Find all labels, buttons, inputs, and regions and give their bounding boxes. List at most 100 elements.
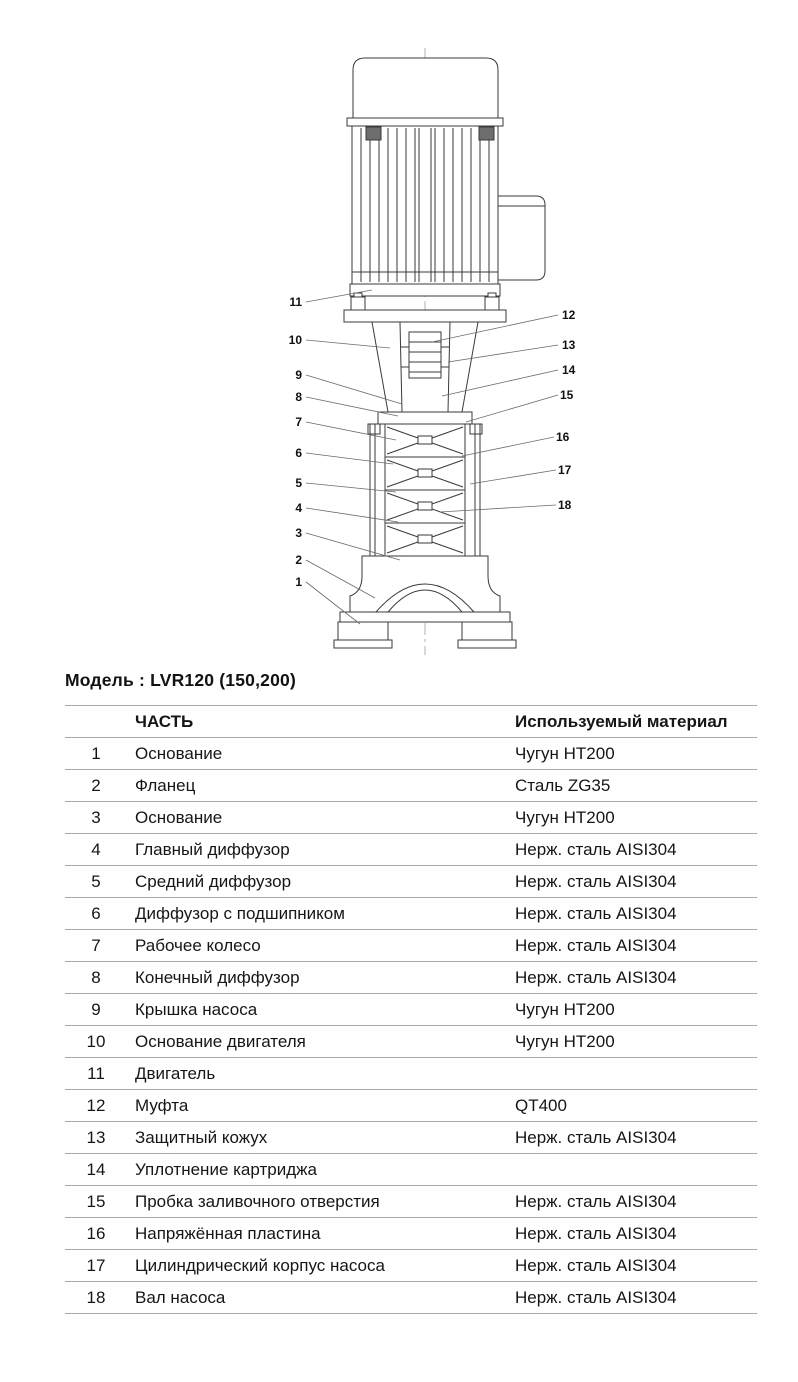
callout-label: 12	[562, 308, 576, 322]
part-number: 15	[86, 1191, 106, 1211]
part-number: 7	[91, 935, 101, 955]
model-title: Модель : LVR120 (150,200)	[65, 670, 296, 690]
table-row: 16 Напряжённая пластина Нерж. сталь AISI…	[65, 1217, 757, 1250]
callout-label: 2	[295, 553, 302, 567]
part-name: Основание двигателя	[135, 1031, 306, 1051]
part-number: 18	[86, 1287, 106, 1307]
part-name: Крышка насоса	[135, 999, 258, 1019]
part-material: Нерж. сталь AISI304	[515, 1191, 677, 1211]
part-name: Рабочее колесо	[135, 935, 261, 955]
part-material: QT400	[515, 1095, 567, 1115]
part-name: Муфта	[135, 1095, 189, 1115]
part-number: 5	[91, 871, 101, 891]
callout-label: 10	[289, 333, 303, 347]
pump-diagram: 11 10 9 8 7 6 5 4 3 2 1 12 13 14 15 16 1…	[0, 0, 798, 660]
callout-label: 9	[295, 368, 302, 382]
header-part: ЧАСТЬ	[135, 711, 194, 731]
table-row: 11 Двигатель	[65, 1057, 757, 1090]
table-row: 17 Цилиндрический корпус насоса Нерж. ст…	[65, 1249, 757, 1282]
table-row: 9 Крышка насоса Чугун HT200	[65, 993, 757, 1026]
part-material: Сталь ZG35	[515, 775, 611, 795]
part-number: 3	[91, 807, 101, 827]
callout-label: 13	[562, 338, 576, 352]
part-material: Чугун HT200	[515, 1031, 615, 1051]
part-number: 17	[86, 1255, 106, 1275]
part-material	[507, 1154, 757, 1186]
callout-label: 16	[556, 430, 570, 444]
table-row: 13 Защитный кожух Нерж. сталь AISI304	[65, 1121, 757, 1154]
table-row: 10 Основание двигателя Чугун HT200	[65, 1025, 757, 1058]
part-number: 12	[86, 1095, 106, 1115]
table-row: 5 Средний диффузор Нерж. сталь AISI304	[65, 865, 757, 898]
motor-cap	[346, 57, 504, 127]
part-number: 2	[91, 775, 101, 795]
part-name: Вал насоса	[135, 1287, 226, 1307]
part-material: Чугун HT200	[515, 807, 615, 827]
parts-table-head: ЧАСТЬ Используемый материал	[65, 705, 757, 738]
header-number	[65, 706, 127, 738]
table-row: 6 Диффузор с подшипником Нерж. сталь AIS…	[65, 897, 757, 930]
callout-label: 5	[295, 476, 302, 490]
callout-numbers: 11 10 9 8 7 6 5 4 3 2 1 12 13 14 15 16 1…	[289, 295, 576, 589]
callout-label: 11	[289, 295, 302, 309]
callout-label: 7	[295, 415, 302, 429]
table-row: 12 Муфта QT400	[65, 1089, 757, 1122]
table-row: 14 Уплотнение картриджа	[65, 1153, 757, 1186]
part-number: 16	[86, 1223, 106, 1243]
part-name: Основание	[135, 807, 223, 827]
part-name: Напряжённая пластина	[135, 1223, 321, 1243]
part-name: Уплотнение картриджа	[135, 1159, 317, 1179]
callout-label: 18	[558, 498, 572, 512]
base-feet	[333, 611, 517, 649]
callout-label: 6	[295, 446, 302, 460]
callout-label: 8	[295, 390, 302, 404]
part-material: Нерж. сталь AISI304	[515, 1127, 677, 1147]
part-name: Средний диффузор	[135, 871, 292, 891]
part-name: Конечный диффузор	[135, 967, 300, 987]
motor-flange	[343, 283, 507, 323]
part-number: 6	[91, 903, 101, 923]
parts-table: ЧАСТЬ Используемый материал 1 Основание …	[65, 705, 757, 1314]
table-row: 3 Основание Чугун HT200	[65, 801, 757, 834]
part-material: Чугун HT200	[515, 743, 615, 763]
table-row: 18 Вал насоса Нерж. сталь AISI304	[65, 1281, 757, 1314]
table-header-row: ЧАСТЬ Используемый материал	[65, 705, 757, 738]
table-row: 15 Пробка заливочного отверстия Нерж. ст…	[65, 1185, 757, 1218]
part-name: Двигатель	[135, 1063, 216, 1083]
leader-lines	[305, 289, 559, 625]
motor-body	[351, 125, 499, 285]
callout-label: 17	[558, 463, 572, 477]
table-row: 1 Основание Чугун HT200	[65, 737, 757, 770]
junction-box	[497, 195, 546, 281]
callout-label: 14	[562, 363, 576, 377]
table-row: 2 Фланец Сталь ZG35	[65, 769, 757, 802]
part-material: Нерж. сталь AISI304	[515, 839, 677, 859]
header-material: Используемый материал	[515, 711, 728, 731]
part-name: Основание	[135, 743, 223, 763]
part-material: Нерж. сталь AISI304	[515, 1255, 677, 1275]
part-name: Цилиндрический корпус насоса	[135, 1255, 385, 1275]
part-number: 8	[91, 967, 101, 987]
part-material	[507, 1058, 757, 1090]
parts-table-body: 1 Основание Чугун HT200 2 Фланец Сталь Z…	[65, 737, 757, 1314]
table-row: 7 Рабочее колесо Нерж. сталь AISI304	[65, 929, 757, 962]
part-name: Пробка заливочного отверстия	[135, 1191, 380, 1211]
part-name: Защитный кожух	[135, 1127, 268, 1147]
part-number: 11	[87, 1063, 105, 1083]
part-material: Чугун HT200	[515, 999, 615, 1019]
part-material: Нерж. сталь AISI304	[515, 1287, 677, 1307]
part-material: Нерж. сталь AISI304	[515, 935, 677, 955]
part-number: 13	[86, 1127, 106, 1147]
table-row: 8 Конечный диффузор Нерж. сталь AISI304	[65, 961, 757, 994]
coupling	[401, 331, 449, 379]
pump-stages	[384, 423, 466, 557]
callout-label: 3	[295, 526, 302, 540]
part-material: Нерж. сталь AISI304	[515, 967, 677, 987]
callout-label: 15	[560, 388, 574, 402]
part-name: Главный диффузор	[135, 839, 290, 859]
part-material: Нерж. сталь AISI304	[515, 871, 677, 891]
suction-casing	[349, 555, 501, 613]
table-row: 4 Главный диффузор Нерж. сталь AISI304	[65, 833, 757, 866]
part-name: Диффузор с подшипником	[135, 903, 345, 923]
